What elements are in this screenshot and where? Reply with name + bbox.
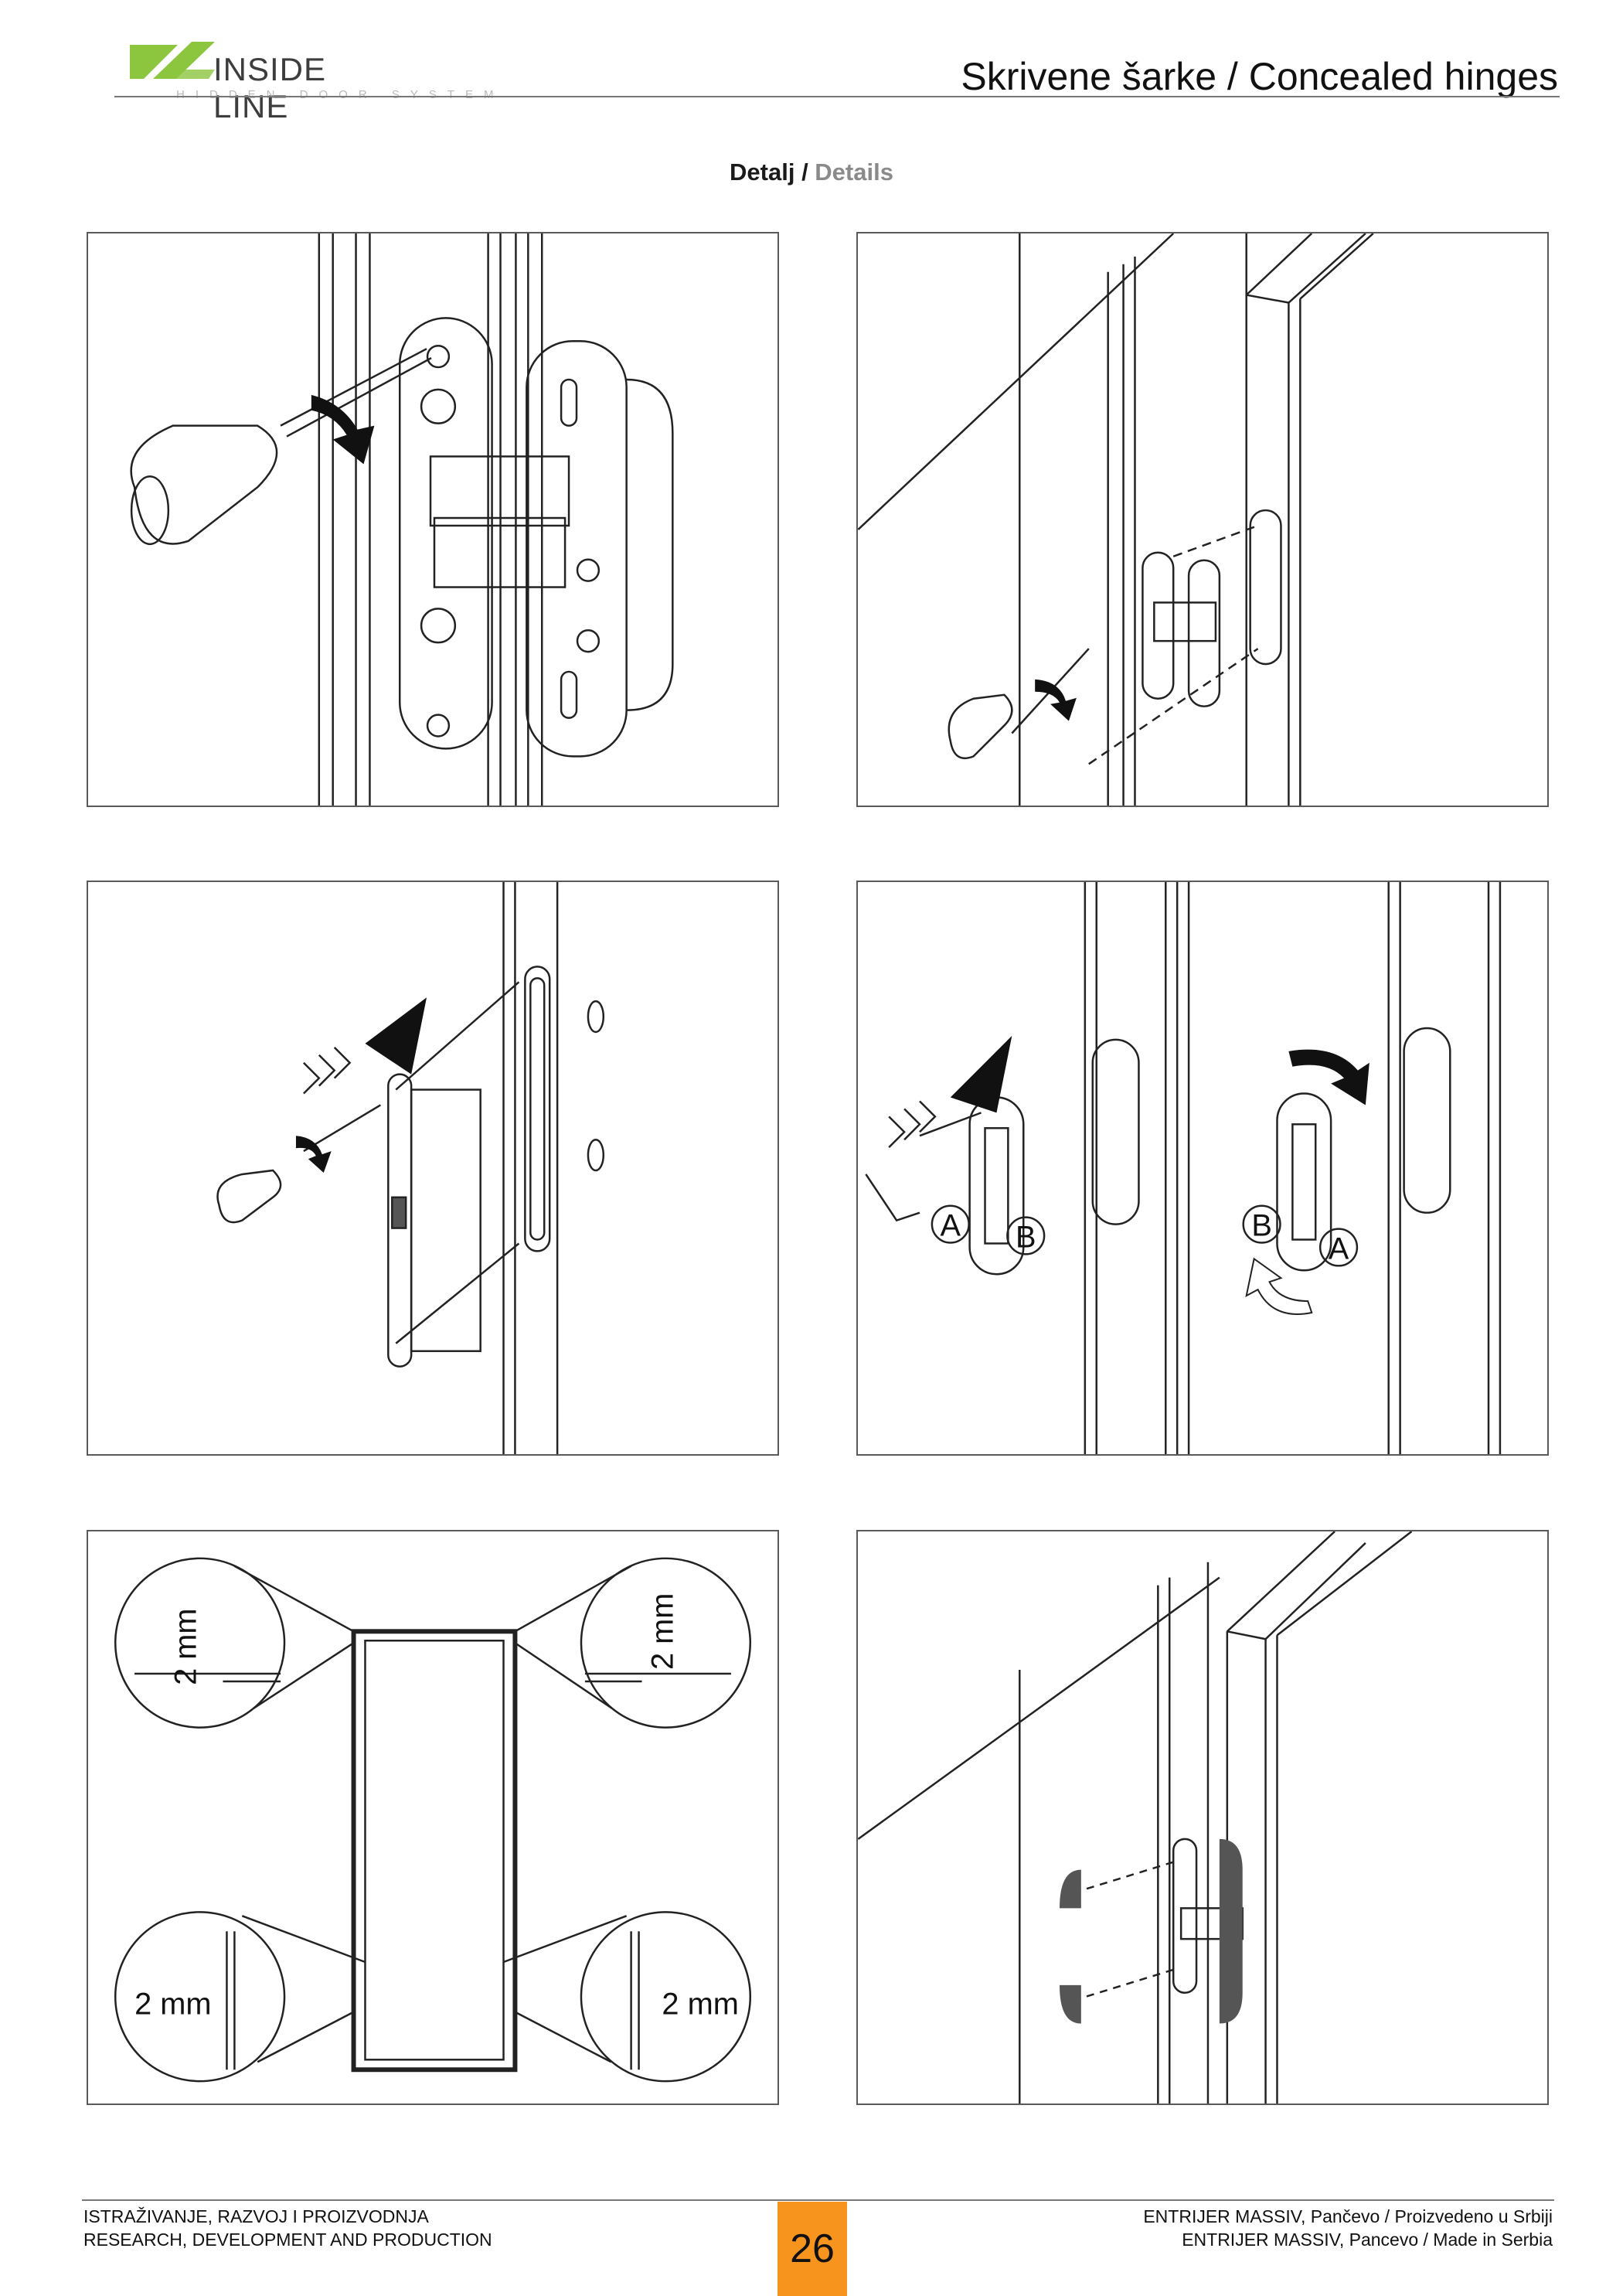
marker-a-left: A	[940, 1209, 961, 1243]
marker-a-right: A	[1329, 1231, 1349, 1266]
hinge-closeup-drawing	[130, 233, 674, 806]
footer-right: ENTRIJER MASSIV, Pančevo / Proizvedeno u…	[1143, 2205, 1553, 2251]
brand-tagline: HIDDEN DOOR SYSTEM	[176, 88, 505, 101]
footer-right-line1: ENTRIJER MASSIV, Pančevo / Proizvedeno u…	[1143, 2206, 1553, 2226]
hinge-recess-drawing	[858, 1531, 1413, 2104]
dim-top-left: 2 mm	[169, 1608, 203, 1685]
section-title-separator: /	[794, 158, 815, 186]
door-clearance-drawing: 2 mm 2 mm 2 mm 2 mm	[114, 1557, 752, 2083]
illustration-door-hinge-install	[856, 232, 1549, 807]
strike-plate-screw-drawing	[216, 882, 605, 1454]
page-header: INSIDE LINE HIDDEN DOOR SYSTEM Skrivene …	[0, 0, 1623, 124]
illustration-door-clearance: 2 mm 2 mm 2 mm 2 mm	[87, 1530, 779, 2105]
header-divider	[114, 96, 1560, 97]
footer-left-line2: RESEARCH, DEVELOPMENT AND PRODUCTION	[83, 2230, 492, 2250]
section-title-en: Details	[815, 158, 893, 186]
dim-bottom-right: 2 mm	[662, 1988, 738, 2022]
brand-name: INSIDE LINE	[213, 51, 327, 124]
dim-bottom-left: 2 mm	[134, 1988, 211, 2022]
hex-key-adjust-drawing: A B B A	[865, 882, 1502, 1454]
section-title: Detalj / Details	[0, 158, 1623, 186]
illustration-hex-key-adjust: A B B A	[856, 881, 1549, 1456]
section-title-local: Detalj	[730, 158, 795, 186]
door-hinge-install-drawing	[858, 233, 1374, 806]
logo-mark-icon	[130, 42, 215, 79]
document-title: Skrivene šarke / Concealed hinges	[961, 55, 1558, 98]
footer-divider	[82, 2199, 1554, 2201]
marker-b-right: B	[1251, 1209, 1272, 1243]
page-number: 26	[777, 2202, 847, 2296]
marker-b-left: B	[1016, 1220, 1036, 1254]
footer-left: ISTRAŽIVANJE, RAZVOJ I PROIZVODNJA RESEA…	[83, 2205, 492, 2251]
illustration-hinge-recess	[856, 1530, 1549, 2105]
illustration-strike-plate-screw	[87, 881, 779, 1456]
footer-left-line1: ISTRAŽIVANJE, RAZVOJ I PROIZVODNJA	[83, 2206, 429, 2226]
dim-top-right: 2 mm	[645, 1593, 679, 1670]
illustration-hinge-closeup	[87, 232, 779, 807]
brand-logo: INSIDE LINE HIDDEN DOOR SYSTEM	[130, 39, 494, 124]
footer-right-line2: ENTRIJER MASSIV, Pancevo / Made in Serbi…	[1182, 2230, 1553, 2250]
